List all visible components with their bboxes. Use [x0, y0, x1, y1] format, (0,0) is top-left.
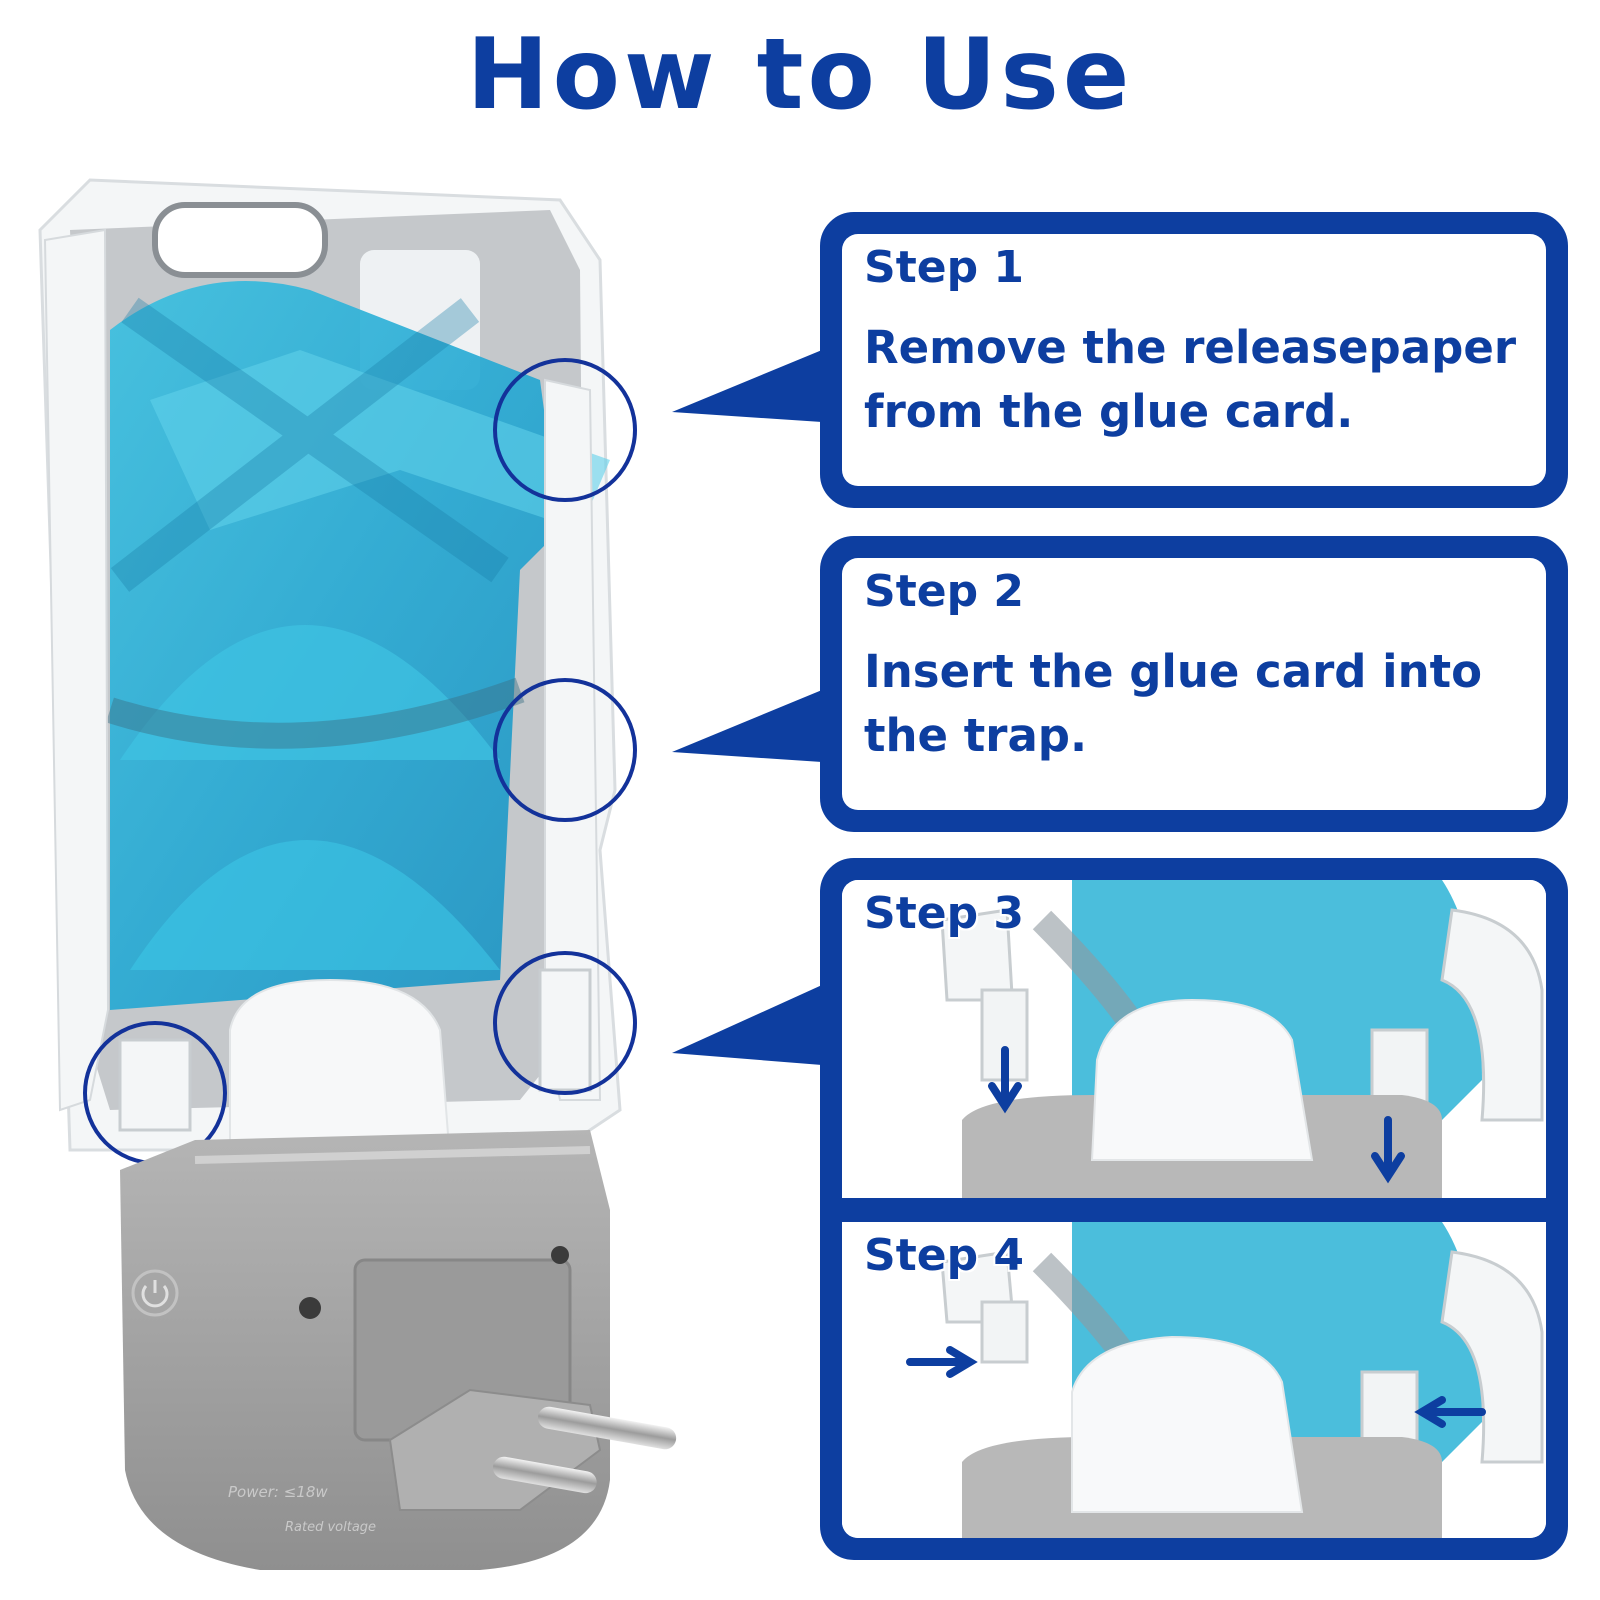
step-1-desc-line-1: Remove the releasepaper: [864, 321, 1517, 374]
arrow-down-right: [1371, 1116, 1405, 1184]
step-1-desc-line-2: from the glue card.: [864, 385, 1354, 438]
step-2-description: Insert the glue card into the trap.: [864, 640, 1546, 768]
frame-right: [1440, 1250, 1544, 1464]
clip-left: [980, 1300, 1029, 1364]
step-1-panel: Step 1 Remove the releasepaper from the …: [820, 212, 1568, 508]
arrow-right: [906, 1346, 978, 1378]
step-2-label: Step 2: [864, 566, 1024, 617]
plug-pin-lower: [492, 1456, 597, 1494]
handle-hole: [152, 202, 328, 278]
left-rail: [43, 228, 110, 1112]
power-rating-text: Power: ≤18w: [228, 1483, 328, 1501]
glue-pattern-bottom: [130, 840, 500, 970]
diffuser: [1071, 1335, 1304, 1513]
plug-pin-upper: [537, 1406, 677, 1450]
right-rail: [544, 378, 602, 1101]
glue-pattern-band: [106, 677, 525, 749]
page-title: How to Use: [466, 18, 1134, 132]
step-3-label: Step 3: [864, 888, 1024, 939]
step-3-scene: [842, 880, 1546, 1198]
housing-top-edge: [194, 1146, 591, 1164]
glue-pattern-cone: [120, 625, 500, 760]
vent-hole-right: [551, 1246, 569, 1264]
highlight-circle-3: [493, 951, 637, 1095]
rated-voltage-text: Rated voltage: [285, 1520, 376, 1535]
glue-pattern-x: [110, 297, 509, 592]
pointer-step-2: [672, 690, 822, 762]
pointer-step-1: [672, 350, 822, 422]
frame-right: [1440, 908, 1544, 1122]
step-4-scene: [842, 1222, 1546, 1538]
step-2-desc-line-2: the trap.: [864, 709, 1088, 762]
trap-device-drawing: Power: ≤18w Rated voltage: [38, 178, 677, 1570]
step-2-panel: Step 2 Insert the glue card into the tra…: [820, 536, 1568, 832]
arrow-left: [1414, 1396, 1486, 1428]
left-clip: [118, 1038, 192, 1132]
step-4-label: Step 4: [864, 1230, 1024, 1281]
right-clip: [538, 968, 592, 1092]
arrow-down-left: [988, 1046, 1022, 1114]
trap-device-illustration: Power: ≤18w Rated voltage: [0, 150, 740, 1600]
pointer-step-3: [672, 985, 822, 1065]
highlight-circle-2: [493, 678, 637, 822]
step-3-4-panel: Step 3 Step 4: [820, 858, 1568, 1560]
release-paper: [150, 350, 610, 530]
light-diffuser: [229, 978, 452, 1161]
step-3-illustration: [842, 880, 1546, 1198]
step-1-description: Remove the releasepaper from the glue ca…: [864, 316, 1546, 444]
vent-hole-left: [299, 1297, 321, 1319]
highlight-circle-1: [493, 358, 637, 502]
step-2-desc-line-1: Insert the glue card into: [864, 645, 1483, 698]
step-4-illustration: [842, 1222, 1546, 1538]
diffuser: [1090, 998, 1314, 1161]
step-divider: [842, 1198, 1546, 1222]
step-1-label: Step 1: [864, 242, 1024, 293]
